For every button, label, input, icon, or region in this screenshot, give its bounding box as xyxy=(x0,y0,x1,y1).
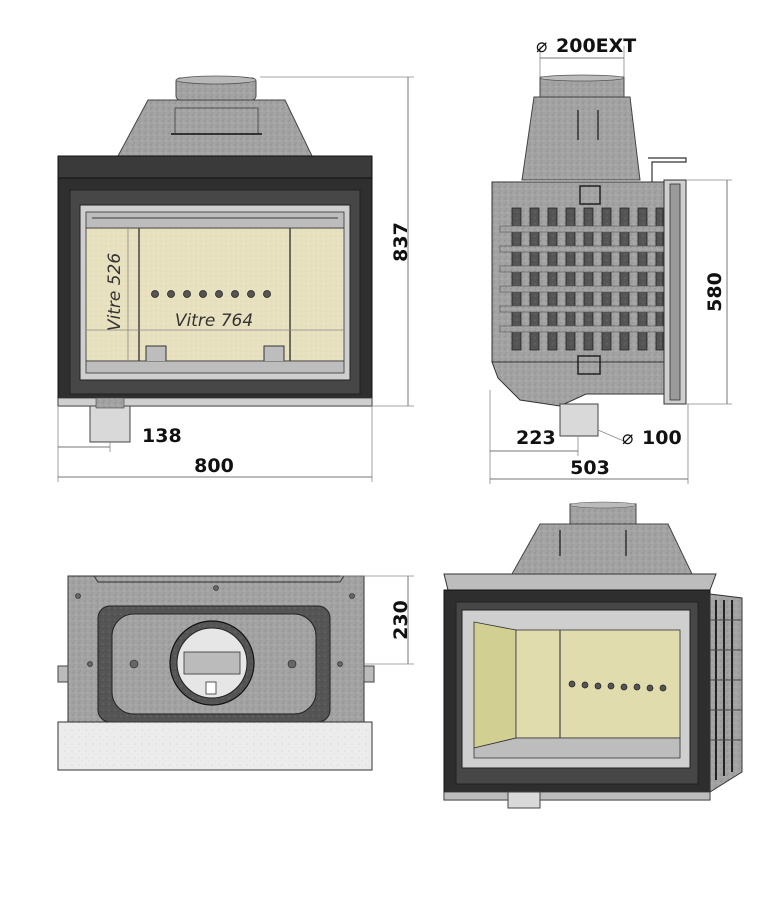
glass-height-label: Vitre 526 xyxy=(105,253,125,332)
heat-exchanger-fins xyxy=(511,207,664,351)
glass-width-label: Vitre 764 xyxy=(175,311,253,331)
side-depth-dim: 503 xyxy=(570,457,610,479)
air-holes xyxy=(151,290,271,298)
front-view: 837 800 138 Vitre 526 Vitre 764 xyxy=(57,75,414,482)
front-height-dim: 837 xyxy=(390,222,412,262)
top-view: 230 xyxy=(57,575,414,771)
side-dimension-lines xyxy=(489,46,732,484)
air-inlet-pipe xyxy=(89,405,131,443)
outlet-offset-dim: 138 xyxy=(142,425,182,447)
firebox-glass xyxy=(85,227,345,362)
front-width-dim: 800 xyxy=(194,455,234,477)
inlet-offset-dim: 223 xyxy=(516,427,556,449)
front-lintel xyxy=(57,721,373,771)
inlet-diameter-label: 100 xyxy=(642,427,682,449)
side-air-inlet-pipe xyxy=(559,403,599,437)
outlet-diameter-symbol: ⌀ xyxy=(536,35,547,57)
outlet-diameter-label: 200EXT xyxy=(556,35,636,57)
front-dimension-lines xyxy=(57,76,414,482)
perspective-air-inlet-pipe xyxy=(507,791,541,809)
side-view: ⌀ 200EXT 580 223 ⌀ 100 503 xyxy=(489,35,732,484)
side-height-dim: 580 xyxy=(704,272,726,312)
top-height-dim: 230 xyxy=(390,600,412,640)
inlet-diameter-symbol: ⌀ xyxy=(622,427,633,449)
perspective-view xyxy=(443,501,743,809)
